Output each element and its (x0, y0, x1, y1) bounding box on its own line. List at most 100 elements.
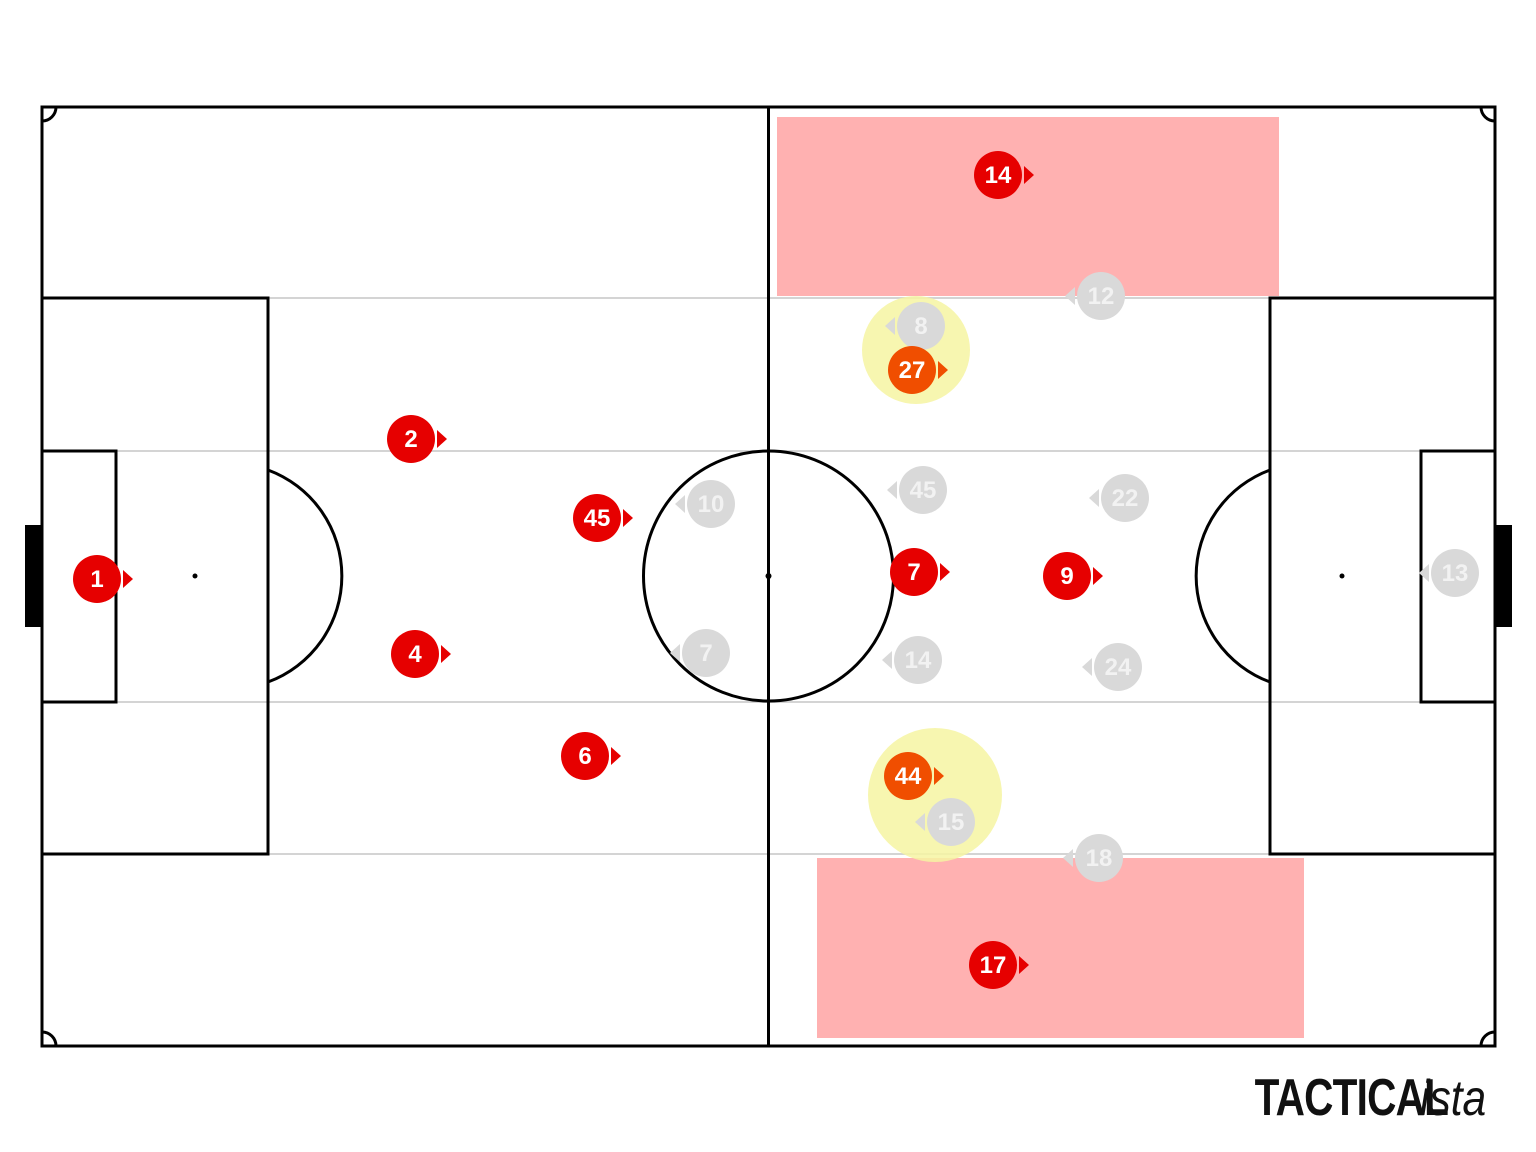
direction-arrow-left (915, 813, 925, 831)
away-player-marker: 10 (675, 480, 735, 528)
home-player-marker: 44 (884, 752, 944, 800)
player-circle (1101, 474, 1149, 522)
direction-arrow-right (1024, 166, 1034, 184)
direction-arrow-left (887, 481, 897, 499)
player-number: 45 (910, 477, 937, 504)
player-circle (974, 151, 1022, 199)
direction-arrow-left (1063, 849, 1073, 867)
player-circle (391, 630, 439, 678)
player-number: 22 (1112, 485, 1139, 512)
player-number: 2 (404, 426, 417, 453)
direction-arrow-right (1093, 567, 1103, 585)
left-penalty-spot (192, 573, 198, 579)
away-player-marker: 18 (1063, 834, 1123, 882)
away-players: 10 7 8 45 14 15 12 22 24 18 13 (670, 272, 1479, 882)
away-player-marker: 14 (882, 636, 942, 684)
direction-arrow-left (1082, 658, 1092, 676)
left-goal (25, 525, 42, 627)
away-player-marker: 15 (915, 798, 975, 846)
player-circle (573, 494, 621, 542)
direction-arrow-left (1065, 287, 1075, 305)
away-player-marker: 22 (1089, 474, 1149, 522)
zone-bottom-right (817, 858, 1304, 1038)
home-player-marker: 1 (73, 555, 133, 603)
player-circle (73, 555, 121, 603)
away-player-marker: 8 (885, 302, 945, 350)
player-circle (682, 629, 730, 677)
player-number: 12 (1088, 283, 1115, 310)
player-circle (884, 752, 932, 800)
player-circle (561, 732, 609, 780)
direction-arrow-left (885, 317, 895, 335)
right-goal (1495, 525, 1512, 627)
home-player-marker: 7 (890, 548, 950, 596)
home-player-marker: 6 (561, 732, 621, 780)
away-player-marker: 12 (1065, 272, 1125, 320)
player-number: 27 (899, 357, 926, 384)
player-number: 45 (584, 505, 611, 532)
direction-arrow-right (1019, 956, 1029, 974)
player-circle (890, 548, 938, 596)
away-player-marker: 13 (1419, 549, 1479, 597)
player-circle (894, 636, 942, 684)
player-number: 9 (1060, 563, 1073, 590)
player-circle (387, 415, 435, 463)
player-number: 7 (907, 559, 920, 586)
player-number: 14 (905, 647, 932, 674)
player-circle (687, 480, 735, 528)
away-player-marker: 7 (670, 629, 730, 677)
direction-arrow-right (441, 645, 451, 663)
player-number: 18 (1086, 845, 1113, 872)
player-circle (1043, 552, 1091, 600)
highlight-circle-bottom (868, 728, 1002, 862)
direction-arrow-right (123, 570, 133, 588)
direction-arrow-right (437, 430, 447, 448)
direction-arrow-right (934, 767, 944, 785)
away-player-marker: 45 (887, 466, 947, 514)
direction-arrow-left (1419, 564, 1429, 582)
player-number: 44 (895, 763, 922, 790)
player-circle (927, 798, 975, 846)
player-circle (888, 346, 936, 394)
home-player-marker: 17 (969, 941, 1029, 989)
player-circle (969, 941, 1017, 989)
player-number: 10 (698, 491, 725, 518)
center-spot (765, 573, 772, 579)
player-circle (1077, 272, 1125, 320)
direction-arrow-left (1089, 489, 1099, 507)
direction-arrow-left (882, 651, 892, 669)
player-number: 13 (1442, 560, 1469, 587)
home-player-marker: 45 (573, 494, 633, 542)
home-player-marker: 2 (387, 415, 447, 463)
direction-arrow-left (675, 495, 685, 513)
brand-suffix-text: ista (1420, 1070, 1487, 1126)
home-players: 1 2 4 45 6 27 44 7 9 14 17 (73, 151, 1103, 989)
player-number: 15 (938, 809, 965, 836)
tacticalista-logo: TACTICAL ista (1200, 1068, 1498, 1128)
player-number: 17 (980, 952, 1007, 979)
direction-arrow-right (938, 361, 948, 379)
away-player-marker: 24 (1082, 643, 1142, 691)
player-circle (899, 466, 947, 514)
player-number: 1 (90, 566, 103, 593)
direction-arrow-left (670, 644, 680, 662)
player-circle (1431, 549, 1479, 597)
player-circle (1094, 643, 1142, 691)
player-number: 8 (914, 313, 927, 340)
player-circle (897, 302, 945, 350)
player-number: 24 (1105, 654, 1132, 681)
player-number: 7 (699, 640, 712, 667)
right-penalty-spot (1339, 573, 1345, 579)
direction-arrow-right (611, 747, 621, 765)
player-number: 14 (985, 162, 1012, 189)
home-player-marker: 27 (888, 346, 948, 394)
player-circle (1075, 834, 1123, 882)
player-number: 4 (408, 641, 422, 668)
direction-arrow-right (623, 509, 633, 527)
home-player-marker: 14 (974, 151, 1034, 199)
brand-main-text: TACTICAL (1254, 1069, 1449, 1127)
zone-top-right (777, 117, 1279, 296)
home-player-marker: 4 (391, 630, 451, 678)
player-number: 6 (578, 743, 591, 770)
